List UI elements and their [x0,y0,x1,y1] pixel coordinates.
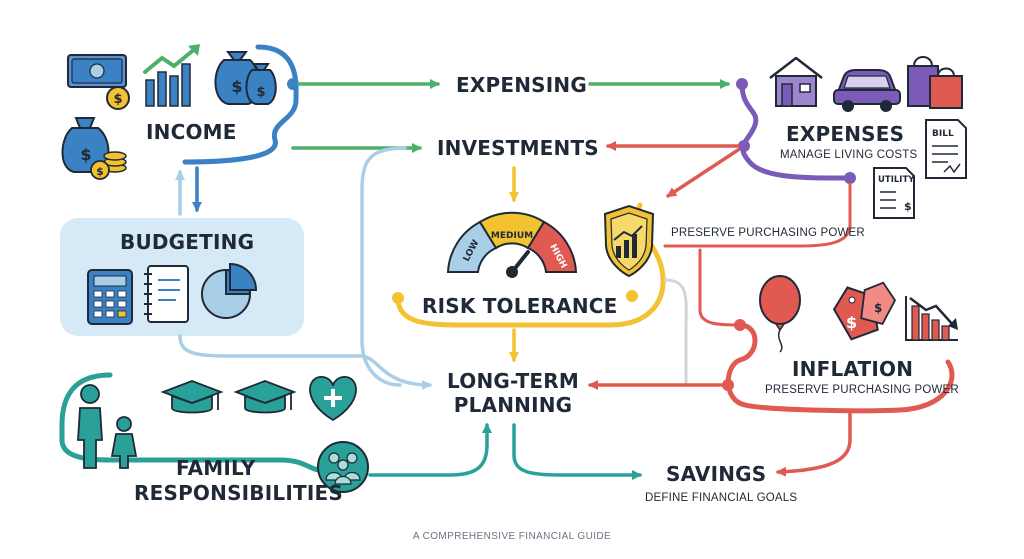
shield-chart-icon [603,204,655,278]
expensing-label: EXPENSING [456,73,587,97]
expenses-sublabel: MANAGE LIVING COSTS [780,149,918,161]
arrow-longterm-savings [512,423,642,480]
risk-gauge-icon: LOW MEDIUM HIGH [446,211,578,278]
long-term-label-line2: PLANNING [453,393,573,417]
price-tags-icon: $ $ [832,281,897,341]
house-icon [769,56,823,107]
svg-text:$: $ [846,313,857,332]
income-label: INCOME [146,120,237,144]
graduation-cap-icon [160,380,224,414]
expenses-node-dot-mid [738,140,750,152]
income-node-dot [287,78,299,90]
inflation-node-dot-left [722,379,734,391]
utility-bill-icon: UTILITY $ [873,167,915,219]
inflation-bracket-line [725,322,955,414]
svg-text:$: $ [80,145,91,164]
arrow-investments-longterm [360,146,407,387]
utility-text: UTILITY [878,175,915,185]
arrow-expenses-risk [666,148,740,198]
money-bag-coins-icon: $ $ [61,117,127,180]
savings-label: SAVINGS [666,462,767,486]
line-risk-inflation-gray [663,278,688,387]
notebook-icon [144,265,189,323]
line-expenses-preserve [663,182,852,248]
svg-text:$: $ [256,85,265,100]
bill-receipt-icon: BILL [925,119,967,179]
inflation-label: INFLATION [792,357,914,381]
arrow-budgeting-longterm [178,334,432,390]
investments-label: INVESTMENTS [437,136,599,160]
cash-icon: $ [67,54,130,110]
svg-text:$: $ [904,200,912,213]
risk-node-dot-left [392,292,404,304]
svg-text:$: $ [874,301,882,315]
income-bracket-line [182,44,299,165]
family-label-line2: RESPONSIBILITIES [134,481,343,505]
long-term-label-line1: LONG-TERM [447,369,579,393]
savings-sublabel: DEFINE FINANCIAL GOALS [645,492,798,504]
shopping-bags-icon [907,56,963,109]
growth-chart-icon [143,44,200,107]
svg-text:$: $ [231,77,242,96]
pie-chart-icon [201,262,258,319]
money-bags-icon: $ $ [214,51,277,105]
inflation-node-dot-top [734,319,746,331]
expenses-node-dot-top [736,78,748,90]
family-bracket-line [59,372,323,473]
graduation-cap-icon-2 [233,380,297,414]
line-preserve-inflation [698,248,742,327]
declining-chart-icon [905,296,958,341]
expenses-label: EXPENSES [786,122,905,146]
arrow-family-longterm [368,423,492,477]
family-label-line1: FAMILY [176,456,256,480]
parent-child-icon [77,384,138,469]
preserve-purchasing-power-label: PRESERVE PURCHASING POWER [671,227,865,239]
risk-node-dot-right [626,290,638,302]
svg-text:$: $ [113,92,122,107]
footer-caption: A COMPREHENSIVE FINANCIAL GUIDE [412,531,612,542]
gauge-medium-label: MEDIUM [491,231,533,241]
calculator-icon [87,269,133,325]
expenses-node-dot-right [844,172,856,184]
budgeting-label: BUDGETING [120,230,255,254]
health-heart-icon [309,376,357,422]
car-icon [833,69,901,112]
arrow-inflation-savings [776,410,852,477]
balloon-icon [759,275,801,353]
inflation-sublabel: PRESERVE PURCHASING POWER [765,384,959,396]
bill-text: BILL [932,129,954,139]
group-people-icon [317,441,369,493]
risk-tolerance-label: RISK TOLERANCE [422,294,618,318]
svg-text:$: $ [96,165,104,178]
